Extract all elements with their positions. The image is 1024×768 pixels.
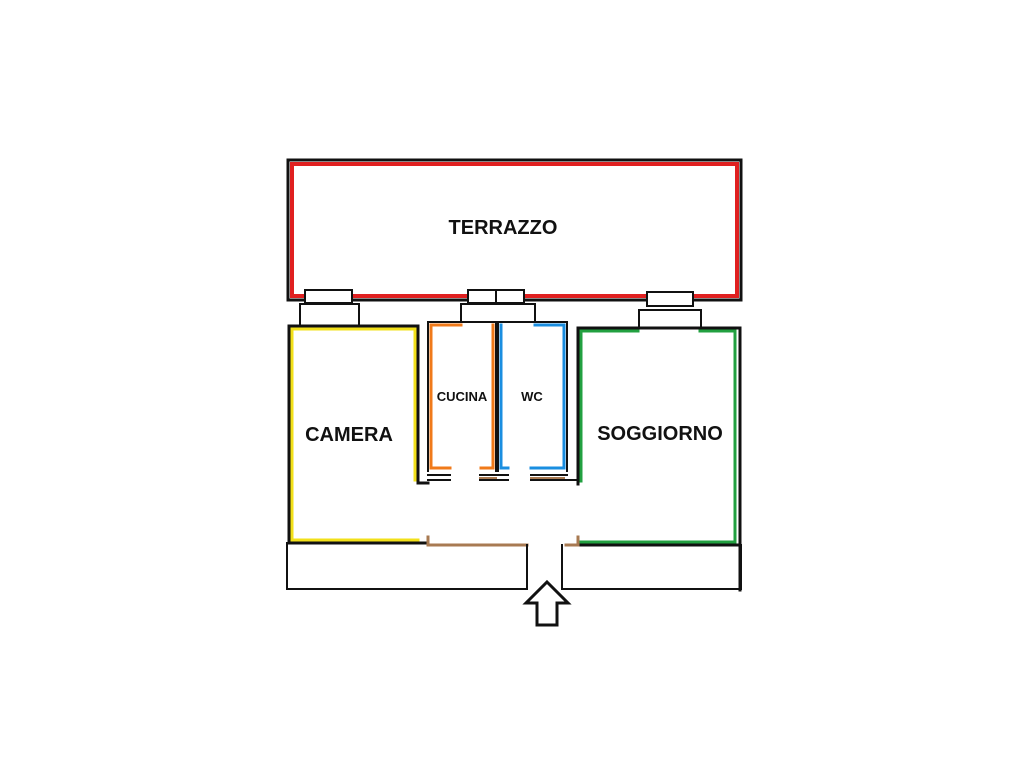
soggiorno-label: SOGGIORNO (597, 423, 723, 445)
camera-colored-outline (290, 327, 420, 542)
up-arrow-icon (522, 579, 572, 627)
terrazzo-room: TERRAZZO (286, 158, 743, 302)
entrance (522, 579, 572, 627)
cucina-colored-outline (429, 323, 495, 470)
soggiorno-colored-outline (579, 329, 737, 544)
cucina-label: CUCINA (437, 389, 488, 404)
outer-bottom-wall (286, 542, 742, 590)
cucina-room: CUCINA (427, 321, 497, 472)
door-sill-wc (495, 289, 525, 304)
camera-label: CAMERA (305, 424, 393, 446)
door-sill-cucina (467, 289, 497, 304)
camera-wall (287, 324, 430, 545)
corridor (286, 535, 742, 590)
wc-colored-outline (499, 323, 566, 470)
wc-label: WC (521, 389, 543, 404)
door-sill-camera (304, 289, 353, 304)
terrazzo-label: TERRAZZO (449, 217, 558, 239)
soggiorno-room: SOGGIORNO (576, 326, 742, 592)
wc-door-sill (530, 474, 579, 485)
door-frame-camera (299, 303, 360, 327)
camera-room: CAMERA (287, 324, 430, 545)
door-sill-soggiorno (646, 291, 694, 307)
door-frame-soggiorno (638, 309, 702, 329)
terrazzo-outer-wall (286, 158, 743, 302)
corridor-bottom-wall (426, 535, 580, 547)
wc-wall (497, 321, 568, 472)
terrace-doors (299, 289, 702, 329)
door-frame-center (460, 303, 536, 323)
cucina-door-sill (427, 474, 509, 481)
wc-room: WC (497, 321, 568, 472)
cucina-wall (427, 321, 497, 472)
corridor-doors (427, 474, 579, 485)
soggiorno-wall (576, 326, 742, 592)
